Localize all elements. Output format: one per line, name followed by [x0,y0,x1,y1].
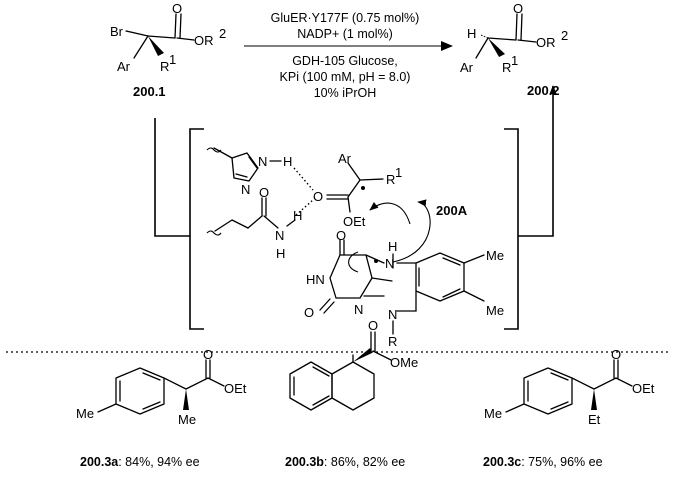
atom-flavin-me2: Me [486,303,504,318]
atom-or: OR [194,33,214,48]
starting-material-200-1: Br O OR 2 Ar R 1 200.1 [110,1,226,99]
atom-flavin-o2: O [304,305,314,320]
product-200-3b: O OMe 200.3b: 86%, 82% ee [285,318,418,469]
atom-o: O [203,347,213,362]
product-200-3a: Me Me O OEt 200.3a: 84%, 94% ee [76,347,247,469]
atom-amide-h2: H [276,246,285,261]
atom-oet: OEt [632,381,655,396]
compound-label-200-1: 200.1 [133,84,166,99]
atom-flavin-r: R [388,334,397,349]
atom-substituent-me: Me [178,412,196,427]
atom-amide-o: O [259,185,269,200]
atom-flavin-n3: N [354,302,363,317]
atom-o: O [513,1,523,16]
atom-r1-sup: 1 [511,53,518,68]
atom-h: H [467,26,476,41]
atom-or-sup: 2 [219,26,226,41]
mechanism-connectors [154,85,557,237]
product-caption-200-3b: 200.3b: 86%, 82% ee [285,455,405,469]
atom-imid-n2: N [241,182,250,197]
atom-flavin-o1: O [336,228,346,243]
conditions-below: GDH-105 Glucose, KPi (100 mM, pH = 8.0) … [280,54,411,100]
atom-ome: OMe [390,355,418,370]
atom-r: R [386,172,395,187]
atom-amide-n: N [275,228,284,243]
atom-ar: Ar [338,151,352,166]
atom-flavin-hn: HN [306,272,325,287]
atom-me: Me [76,406,94,421]
atom-r-sup: 1 [395,165,402,180]
atom-or: OR [536,35,556,50]
atom-br: Br [110,24,124,39]
atom-r1: R [502,60,511,75]
intermediate-brackets [189,128,519,330]
condition-cofactor: NADP+ (1 mol%) [297,27,393,41]
condition-regeneration: GDH-105 Glucose, [292,54,398,68]
atom-flavin-me1: Me [486,248,504,263]
atom-imid-n1: N [258,154,267,169]
atom-ar: Ar [117,59,131,74]
atom-flavin-n1: N [385,256,394,271]
atom-r1: R [160,59,169,74]
atom-ar: Ar [460,60,474,75]
condition-enzyme: GluER·Y177F (0.75 mol%) [271,11,420,25]
atom-flavin-n2: N [388,307,397,322]
condition-buffer: KPi (100 mM, pH = 8.0) [280,70,411,84]
atom-o: O [172,1,182,16]
atom-oet: OEt [224,381,247,396]
atom-imid-h: H [283,154,292,169]
atom-flavin-h: H [388,239,397,254]
condition-cosolvent: 10% iPrOH [314,86,377,100]
conditions-above: GluER·Y177F (0.75 mol%) NADP+ (1 mol%) [271,11,420,41]
atom-oet: OEt [343,214,366,229]
atom-enolate-o: O [313,189,323,204]
intermediate-label-200A: 200A [436,203,468,218]
product-200-3c: Me Et O OEt 200.3c: 75%, 96% ee [483,347,655,469]
atom-o: O [368,318,378,333]
atom-me: Me [484,406,502,421]
product-caption-200-3a: 200.3a: 84%, 94% ee [80,455,200,469]
atom-o: O [611,347,621,362]
atom-or-sup: 2 [561,28,568,43]
intermediate-200A: N N H O N H H O OEt Ar R 1 [206,147,504,349]
atom-amide-h1: H [293,208,302,223]
atom-r1-sup: 1 [169,52,176,67]
product-200-2: H O OR 2 Ar R 1 200.2 [460,1,568,98]
product-caption-200-3c: 200.3c: 75%, 96% ee [483,455,603,469]
atom-substituent-et: Et [588,412,601,427]
compound-label-200-2: 200.2 [527,83,560,98]
